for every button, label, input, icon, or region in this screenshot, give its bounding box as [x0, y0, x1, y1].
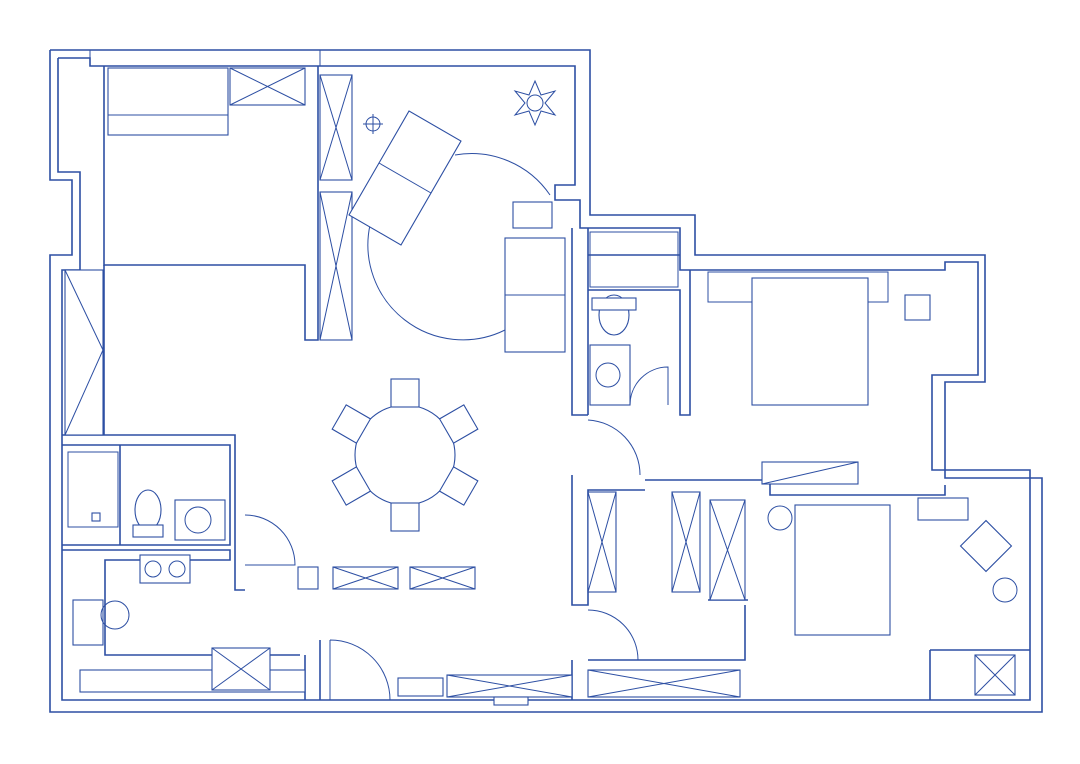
bed	[107, 67, 229, 136]
rug	[367, 153, 551, 341]
side-table	[512, 201, 553, 229]
cabinets	[332, 566, 741, 706]
sink-icon	[72, 599, 104, 646]
exterior-walls	[49, 49, 1043, 713]
dining-chair	[331, 466, 372, 506]
dining-chair	[438, 404, 479, 444]
dining-area	[331, 378, 479, 532]
door-swing-icon	[587, 419, 641, 476]
washing-machine-icon	[174, 499, 226, 541]
desk-chair	[904, 294, 931, 321]
dining-chair	[390, 502, 420, 532]
door-swings	[244, 366, 669, 701]
stove-icon	[139, 554, 191, 584]
bed	[751, 277, 869, 406]
dining-chair	[438, 466, 479, 506]
living-room	[348, 79, 566, 353]
ceiling-light-icon	[363, 114, 383, 134]
door-swing-icon	[244, 514, 296, 566]
armchair	[959, 519, 1013, 573]
bathroom-top	[589, 231, 679, 406]
bathroom-left	[67, 451, 226, 541]
plant-icon	[513, 79, 557, 127]
bed	[794, 504, 891, 636]
door-swing-icon	[629, 366, 669, 406]
bedroom-top-left	[64, 67, 353, 436]
bedroom-bottom-right	[587, 491, 1018, 696]
dining-chair	[331, 404, 372, 444]
washing-machine-icon	[589, 344, 631, 406]
interior-walls	[62, 66, 1030, 700]
toilet-icon	[134, 489, 162, 531]
door-swing-icon	[329, 639, 391, 701]
wardrobe-left	[64, 269, 104, 436]
dining-chair	[390, 378, 420, 408]
kitchen	[72, 554, 319, 693]
door-swing-icon	[587, 609, 639, 661]
bedroom-right	[707, 271, 931, 485]
